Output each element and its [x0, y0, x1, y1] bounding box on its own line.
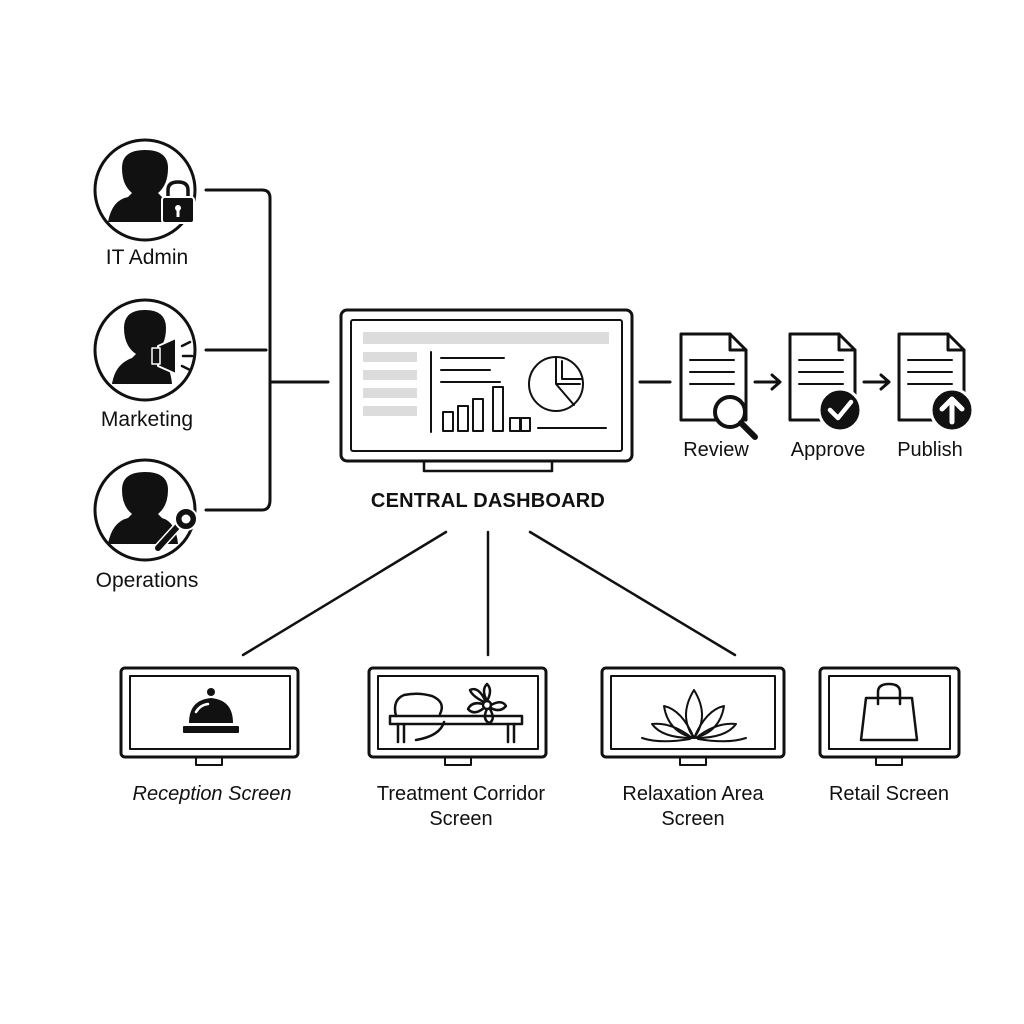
upload-circle-icon — [929, 387, 975, 433]
megaphone-icon — [151, 337, 194, 375]
wrench-icon — [153, 507, 198, 553]
role-connectors — [204, 188, 330, 512]
lock-icon — [161, 180, 195, 224]
screen-label-treatment-corridor: Treatment Corridor Screen — [376, 783, 546, 830]
publish-document — [897, 332, 975, 433]
workflow-label-review: Review — [683, 439, 749, 461]
role-label-marketing: Marketing — [100, 408, 194, 431]
shopping-bag-icon — [859, 682, 919, 742]
central-dashboard-monitor — [339, 308, 634, 473]
dashboard-title: CENTRAL DASHBOARD — [370, 490, 606, 512]
reception-screen-monitor — [119, 666, 300, 766]
screen-label-relaxation-area: Relaxation Area Screen — [622, 783, 764, 830]
relaxation-area-screen-monitor — [600, 666, 786, 766]
magnifier-icon — [713, 395, 758, 440]
workflow-label-approve: Approve — [790, 439, 866, 461]
dashboard-screen-connectors — [241, 530, 737, 657]
retail-screen-monitor — [818, 666, 961, 766]
treatment-corridor-screen-monitor — [367, 666, 548, 766]
operations-avatar — [93, 458, 198, 562]
bench-flower-icon — [388, 682, 524, 744]
lotus-icon — [641, 689, 747, 743]
approve-document — [788, 332, 863, 433]
marketing-avatar — [93, 298, 197, 402]
review-document — [679, 332, 758, 440]
screen-label-reception: Reception Screen — [132, 783, 292, 805]
service-bell-icon — [183, 688, 239, 733]
pie-chart-icon — [528, 356, 584, 412]
workflow-label-publish: Publish — [897, 439, 963, 461]
check-circle-icon — [817, 387, 863, 433]
role-label-it-admin: IT Admin — [105, 246, 189, 269]
it-admin-avatar — [93, 138, 197, 242]
screen-label-retail: Retail Screen — [828, 783, 950, 805]
review-approve-arrow — [753, 373, 782, 391]
role-label-operations: Operations — [95, 569, 199, 592]
approve-publish-arrow — [862, 373, 891, 391]
